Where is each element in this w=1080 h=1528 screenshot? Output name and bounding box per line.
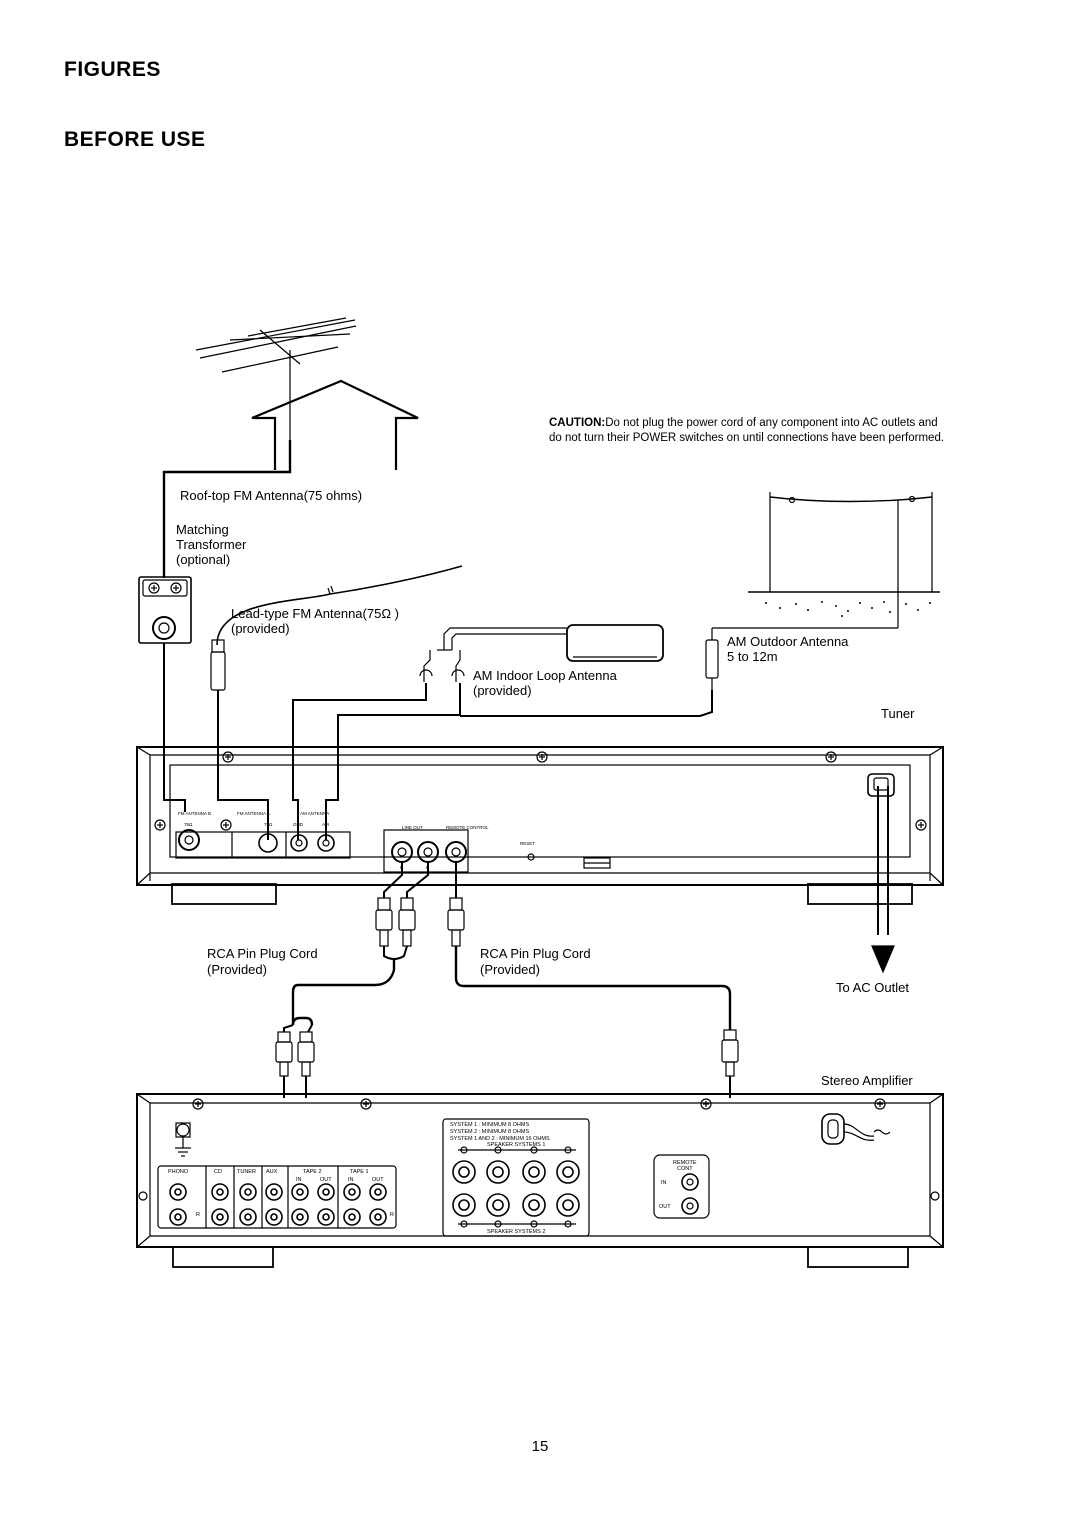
caution-note: CAUTION:Do not plug the power cord of an… bbox=[549, 416, 949, 446]
amp-remote-in: IN bbox=[661, 1180, 667, 1186]
amp-tape2: TAPE 2 bbox=[303, 1169, 322, 1175]
amp-system-line-1: SYSTEM 1 : MINIMUM 8 OHMS bbox=[450, 1122, 529, 1128]
amp-cd: CD bbox=[214, 1169, 222, 1175]
page-number: 15 bbox=[531, 1438, 549, 1455]
am-outdoor-antenna bbox=[705, 492, 940, 690]
tuner-fm-antenna-a: FM ANTENNA A bbox=[237, 811, 270, 816]
rca-left-label-1: RCA Pin Plug Cord bbox=[207, 946, 318, 961]
amp-tape1: TAPE 1 bbox=[350, 1169, 369, 1175]
matching-transformer bbox=[138, 576, 192, 644]
rooftop-fm-antenna bbox=[195, 317, 357, 440]
tuner-label: Tuner bbox=[881, 706, 915, 721]
amp-tape1-out: OUT bbox=[372, 1177, 384, 1183]
ac-power-cord bbox=[871, 786, 895, 974]
amp-system-line-3: SYSTEM 1 AND 2 : MINIMUM 16 OHMS bbox=[450, 1136, 550, 1142]
amp-remote: REMOTE bbox=[673, 1160, 697, 1166]
rooftop-antenna-label: Roof-top FM Antenna(75 ohms) bbox=[180, 488, 363, 503]
tuner-gnd: GND bbox=[293, 822, 304, 827]
am-outdoor-label-1: AM Outdoor Antenna bbox=[727, 634, 849, 649]
amp-speaker-systems-2: SPEAKER SYSTEMS 2 bbox=[487, 1229, 545, 1235]
am-indoor-loop-antenna bbox=[419, 624, 664, 682]
amp-r-left: R bbox=[196, 1212, 200, 1218]
amp-tape1-in: IN bbox=[348, 1177, 354, 1183]
amp-cont: CONT bbox=[677, 1166, 693, 1172]
amp-phono: PHONO bbox=[168, 1169, 189, 1175]
amp-r-right: R bbox=[390, 1212, 394, 1218]
amp-system-line-2: SYSTEM 2 : MINIMUM 8 OHMS bbox=[450, 1129, 529, 1135]
amp-remote-out: OUT bbox=[659, 1204, 671, 1210]
tuner-remote-control: REMOTE CONTROL bbox=[446, 825, 489, 830]
tuner-fm-antenna-b: FM ANTENNA B bbox=[178, 811, 211, 816]
lead-fm-antenna-label-2: (provided) bbox=[231, 621, 290, 636]
matching-transformer-label-2: Transformer bbox=[176, 537, 247, 552]
amp-speaker-systems-1: SPEAKER SYSTEMS 1 bbox=[487, 1142, 545, 1148]
tuner-am: AM bbox=[322, 822, 329, 827]
matching-transformer-label-1: Matching bbox=[176, 522, 229, 537]
tuner-reset: RESET bbox=[520, 841, 535, 846]
rca-right-label-2: (Provided) bbox=[480, 962, 540, 977]
am-outdoor-label-2: 5 to 12m bbox=[727, 649, 778, 664]
section-heading: BEFORE USE bbox=[64, 128, 206, 151]
tuner-ohm-b: 75Ω bbox=[184, 822, 193, 827]
tuner-line-out: LINE OUT bbox=[402, 825, 423, 830]
house-outline bbox=[251, 379, 419, 470]
stereo-amplifier-label: Stereo Amplifier bbox=[821, 1073, 913, 1088]
am-indoor-label-2: (provided) bbox=[473, 683, 532, 698]
ac-outlet-label: To AC Outlet bbox=[836, 980, 909, 995]
page-heading: FIGURES bbox=[64, 58, 161, 81]
amp-tape2-out: OUT bbox=[320, 1177, 332, 1183]
caution-text: Do not plug the power cord of any compon… bbox=[549, 417, 945, 444]
rca-cord-tuner-out bbox=[275, 862, 739, 1098]
amp-tape2-in: IN bbox=[296, 1177, 302, 1183]
tuner-am-antenna: AM ANTENNA bbox=[300, 811, 329, 816]
amp-tuner: TUNER bbox=[237, 1169, 256, 1175]
ground-texture bbox=[765, 601, 931, 617]
matching-transformer-label-3: (optional) bbox=[176, 552, 231, 567]
tuner-unit bbox=[136, 746, 944, 905]
rca-left-label-2: (Provided) bbox=[207, 962, 267, 977]
caution-label: CAUTION: bbox=[549, 417, 606, 429]
amp-aux: AUX bbox=[266, 1169, 278, 1175]
stereo-amplifier-unit bbox=[136, 1093, 944, 1268]
lead-fm-antenna-label-1: Lead-type FM Antenna(75Ω ) bbox=[231, 606, 399, 621]
tuner-ohm-a: 75Ω bbox=[264, 822, 273, 827]
rca-right-label-1: RCA Pin Plug Cord bbox=[480, 946, 591, 961]
am-indoor-label-1: AM Indoor Loop Antenna bbox=[473, 668, 617, 683]
